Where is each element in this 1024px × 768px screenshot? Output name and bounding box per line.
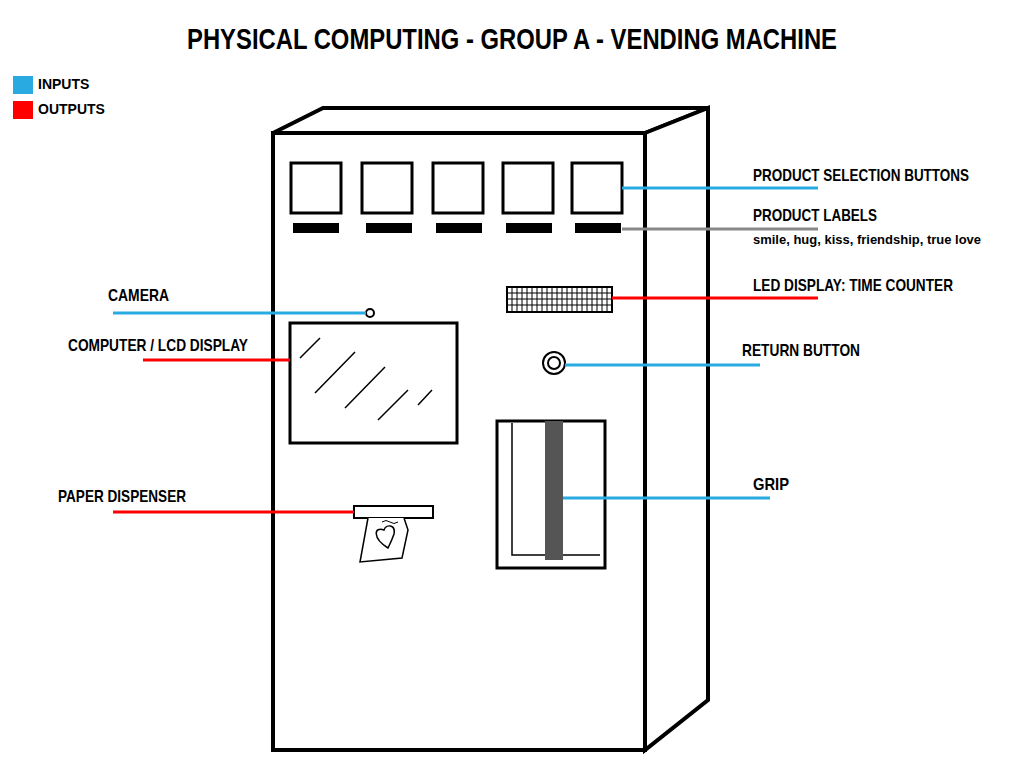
callout-label: PAPER DISPENSER: [58, 488, 186, 507]
legend-swatch: [13, 101, 33, 119]
callout-label: GRIP: [753, 476, 789, 495]
callout-label: RETURN BUTTON: [742, 342, 860, 361]
diagram-title: PHYSICAL COMPUTING - GROUP A - VENDING M…: [187, 22, 837, 55]
callout-label: LED DISPLAY: TIME COUNTER: [753, 277, 953, 296]
legend-label: OUTPUTS: [38, 102, 105, 117]
callout-label: PRODUCT LABELS: [753, 207, 877, 226]
callout-label: CAMERA: [108, 287, 169, 306]
callout-label: COMPUTER / LCD DISPLAY: [68, 337, 248, 356]
callout-label: PRODUCT SELECTION BUTTONS: [753, 167, 969, 186]
callout-label: smile, hug, kiss, friendship, true love: [753, 233, 981, 247]
legend-swatch: [13, 76, 33, 94]
legend-label: INPUTS: [38, 77, 89, 92]
